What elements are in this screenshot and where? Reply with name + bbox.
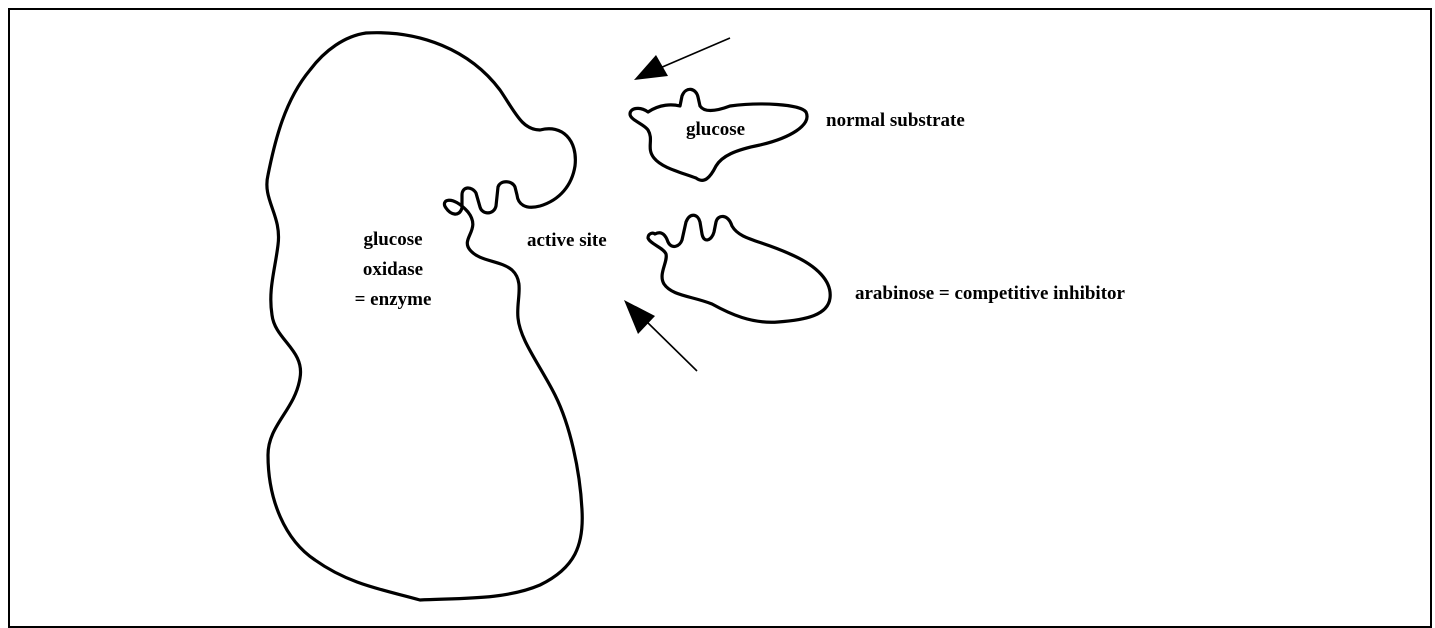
arabinose-shape — [648, 215, 830, 322]
normal-substrate-label: normal substrate — [826, 110, 965, 131]
substrate-arrow-shaft — [660, 38, 730, 68]
enzyme-inhibition-diagram: glucose oxidase = enzyme active site glu… — [0, 0, 1435, 611]
active-site-label: active site — [527, 230, 607, 251]
enzyme-label-line3: = enzyme — [355, 289, 432, 310]
enzyme-label-line1: glucose — [363, 229, 422, 250]
glucose-label: glucose — [686, 119, 745, 140]
inhibitor-arrow-shaft — [645, 320, 697, 371]
enzyme-shape — [267, 33, 582, 600]
substrate-arrow-head — [634, 55, 668, 80]
inhibitor-label: arabinose = competitive inhibitor — [855, 283, 1126, 304]
enzyme-label-line2: oxidase — [363, 259, 423, 280]
inhibitor-arrow-head — [624, 300, 655, 334]
